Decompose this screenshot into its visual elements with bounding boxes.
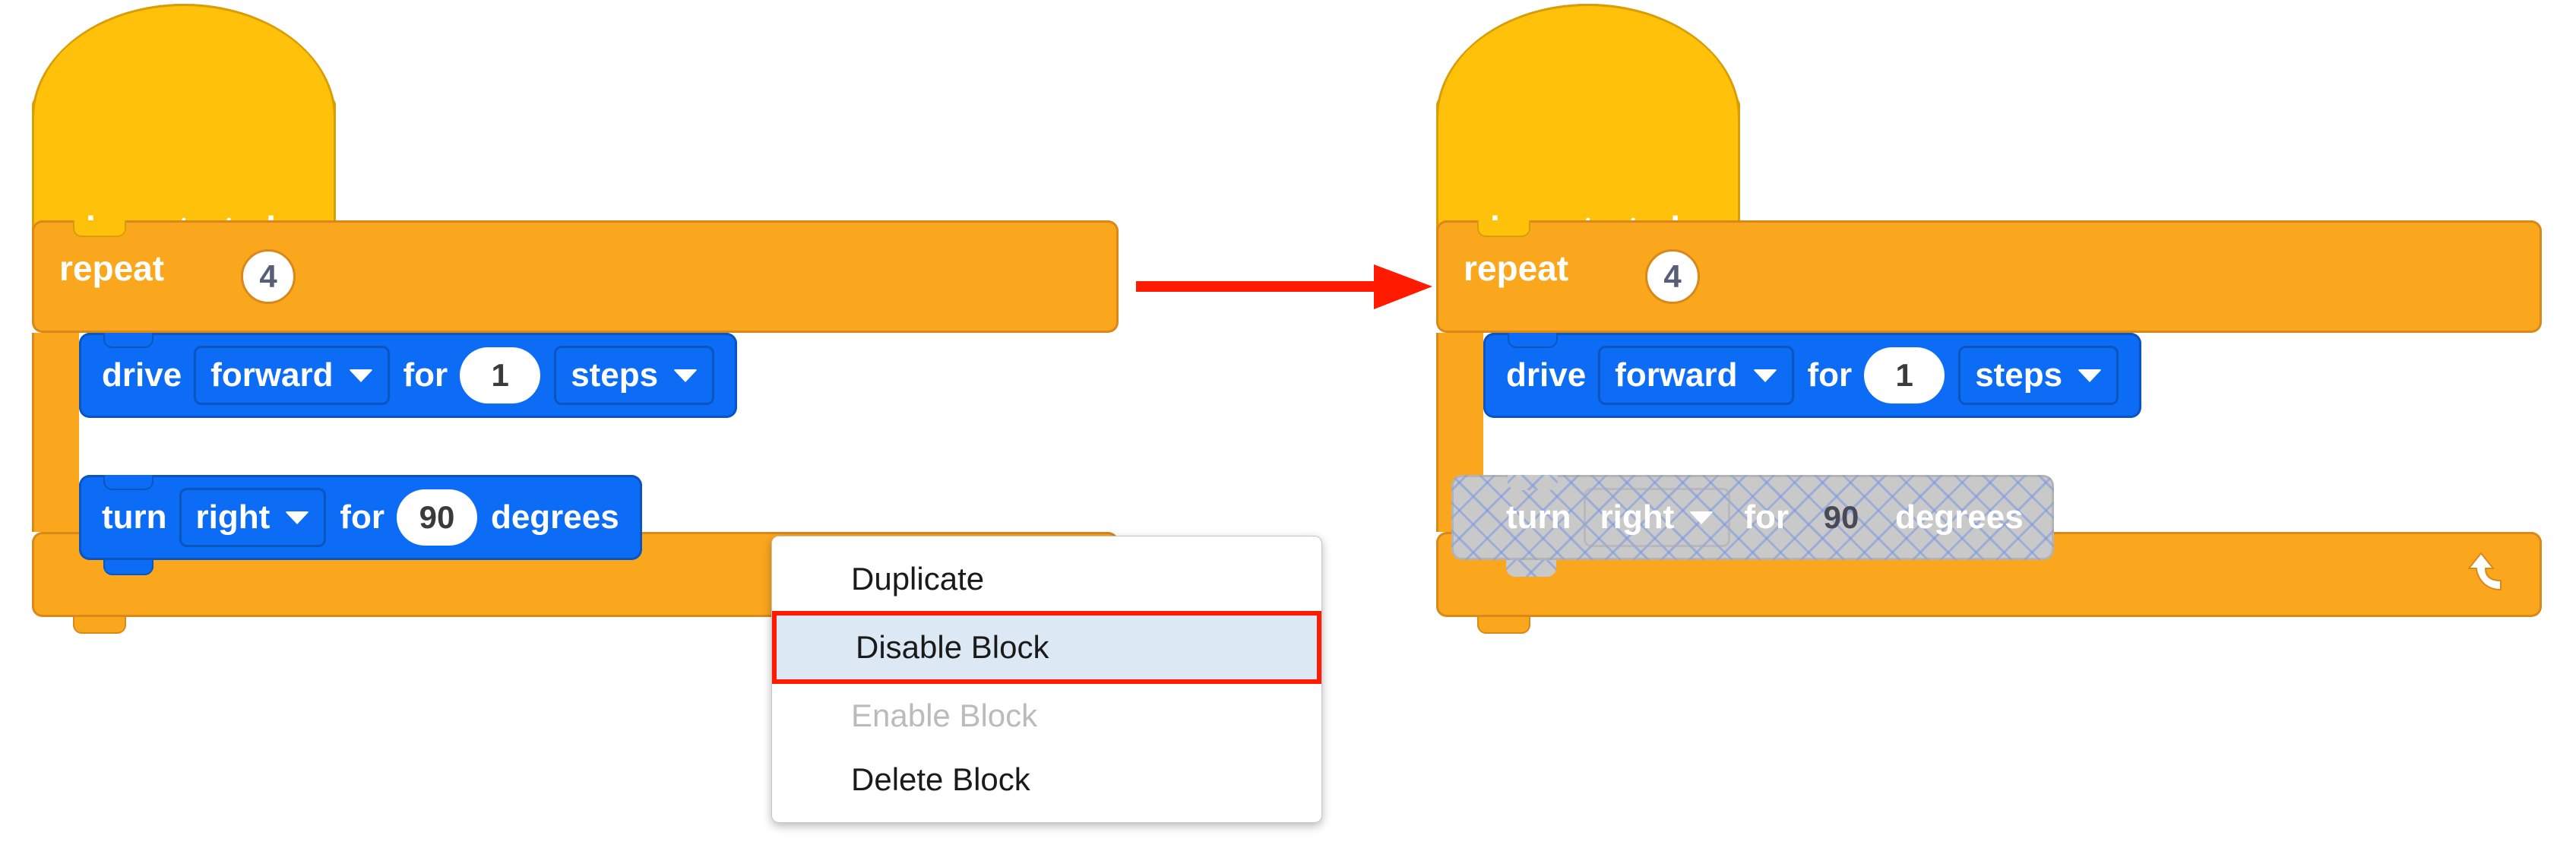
left-script-panel: when started repeat 4 drive forward for … <box>0 0 1140 845</box>
turn-amount-field[interactable]: 90 <box>396 489 477 546</box>
drive-direction-value: forward <box>210 356 334 394</box>
drive-direction-dropdown[interactable]: forward <box>1598 346 1794 405</box>
repeat-count-field[interactable]: 4 <box>241 249 296 304</box>
turn-block[interactable]: turn right for 90 degrees <box>79 475 642 560</box>
repeat-top-notch <box>73 220 126 237</box>
drive-direction-dropdown[interactable]: forward <box>194 346 390 405</box>
turn-degrees-label: degrees <box>490 498 619 536</box>
turn-block-bottom-notch <box>1506 560 1556 577</box>
turn-direction-dropdown[interactable]: right <box>1584 488 1731 547</box>
drive-label: drive <box>1506 356 1587 394</box>
chevron-down-icon <box>2078 369 2103 382</box>
drive-for-label: for <box>1807 356 1853 394</box>
repeat-label: repeat <box>59 248 165 288</box>
menu-item-enable-block: Enable Block <box>851 698 1038 733</box>
right-script-panel: when started repeat 4 drive forward <box>1436 0 2576 845</box>
menu-item-duplicate[interactable]: Duplicate <box>851 561 985 597</box>
drive-block[interactable]: drive forward for 1 steps <box>1483 333 2142 418</box>
menu-item-delete-block[interactable]: Delete Block <box>851 761 1030 797</box>
turn-label: turn <box>1506 498 1571 536</box>
drive-label: drive <box>102 356 182 394</box>
turn-block-disabled[interactable]: turn right for 90 degrees <box>1451 475 2054 560</box>
menu-item-disable-block[interactable]: Disable Block <box>772 611 1321 684</box>
chevron-down-icon <box>673 369 698 382</box>
turn-direction-value: right <box>195 498 271 536</box>
turn-degrees-label: degrees <box>1894 498 2024 536</box>
hat-dome <box>1436 4 1740 141</box>
right-arrow-icon <box>1136 264 1432 309</box>
drive-unit-dropdown[interactable]: steps <box>1958 346 2119 405</box>
drive-unit-value: steps <box>1975 356 2063 394</box>
chevron-down-icon <box>1689 511 1714 524</box>
drive-amount-field[interactable]: 1 <box>1864 347 1945 404</box>
transition-arrow <box>1132 251 1436 327</box>
block-context-menu[interactable]: Duplicate Disable Block Enable Block Del… <box>771 536 1322 823</box>
turn-amount-field[interactable]: 90 <box>1823 499 1859 535</box>
drive-for-label: for <box>403 356 448 394</box>
loop-arrow-icon <box>2468 552 2502 590</box>
chevron-down-icon <box>348 369 373 382</box>
turn-block-notch <box>1508 475 1558 490</box>
turn-block-notch <box>103 475 153 490</box>
repeat-bottom-notch <box>73 617 126 634</box>
drive-block-notch <box>103 333 153 348</box>
hat-dome <box>32 4 336 141</box>
turn-block-bottom-notch <box>103 560 153 575</box>
repeat-top-bar: repeat 4 <box>1436 220 2542 333</box>
repeat-left-column <box>32 333 79 532</box>
turn-direction-value: right <box>1600 498 1675 536</box>
drive-block-notch <box>1508 333 1558 348</box>
drive-unit-dropdown[interactable]: steps <box>554 346 715 405</box>
repeat-count-field[interactable]: 4 <box>1645 249 1700 304</box>
drive-amount-field[interactable]: 1 <box>460 347 541 404</box>
repeat-top-bar: repeat 4 <box>32 220 1119 333</box>
turn-label: turn <box>102 498 167 536</box>
turn-direction-dropdown[interactable]: right <box>179 488 327 547</box>
chevron-down-icon <box>1752 369 1777 382</box>
drive-unit-value: steps <box>571 356 659 394</box>
repeat-top-notch <box>1477 220 1530 237</box>
repeat-bottom-notch <box>1477 617 1530 634</box>
turn-for-label: for <box>1744 498 1789 536</box>
drive-block[interactable]: drive forward for 1 steps <box>79 333 738 418</box>
chevron-down-icon <box>285 511 310 524</box>
turn-for-label: for <box>340 498 385 536</box>
drive-direction-value: forward <box>1615 356 1738 394</box>
repeat-label: repeat <box>1464 248 1569 288</box>
repeat-left-column <box>1436 333 1483 532</box>
